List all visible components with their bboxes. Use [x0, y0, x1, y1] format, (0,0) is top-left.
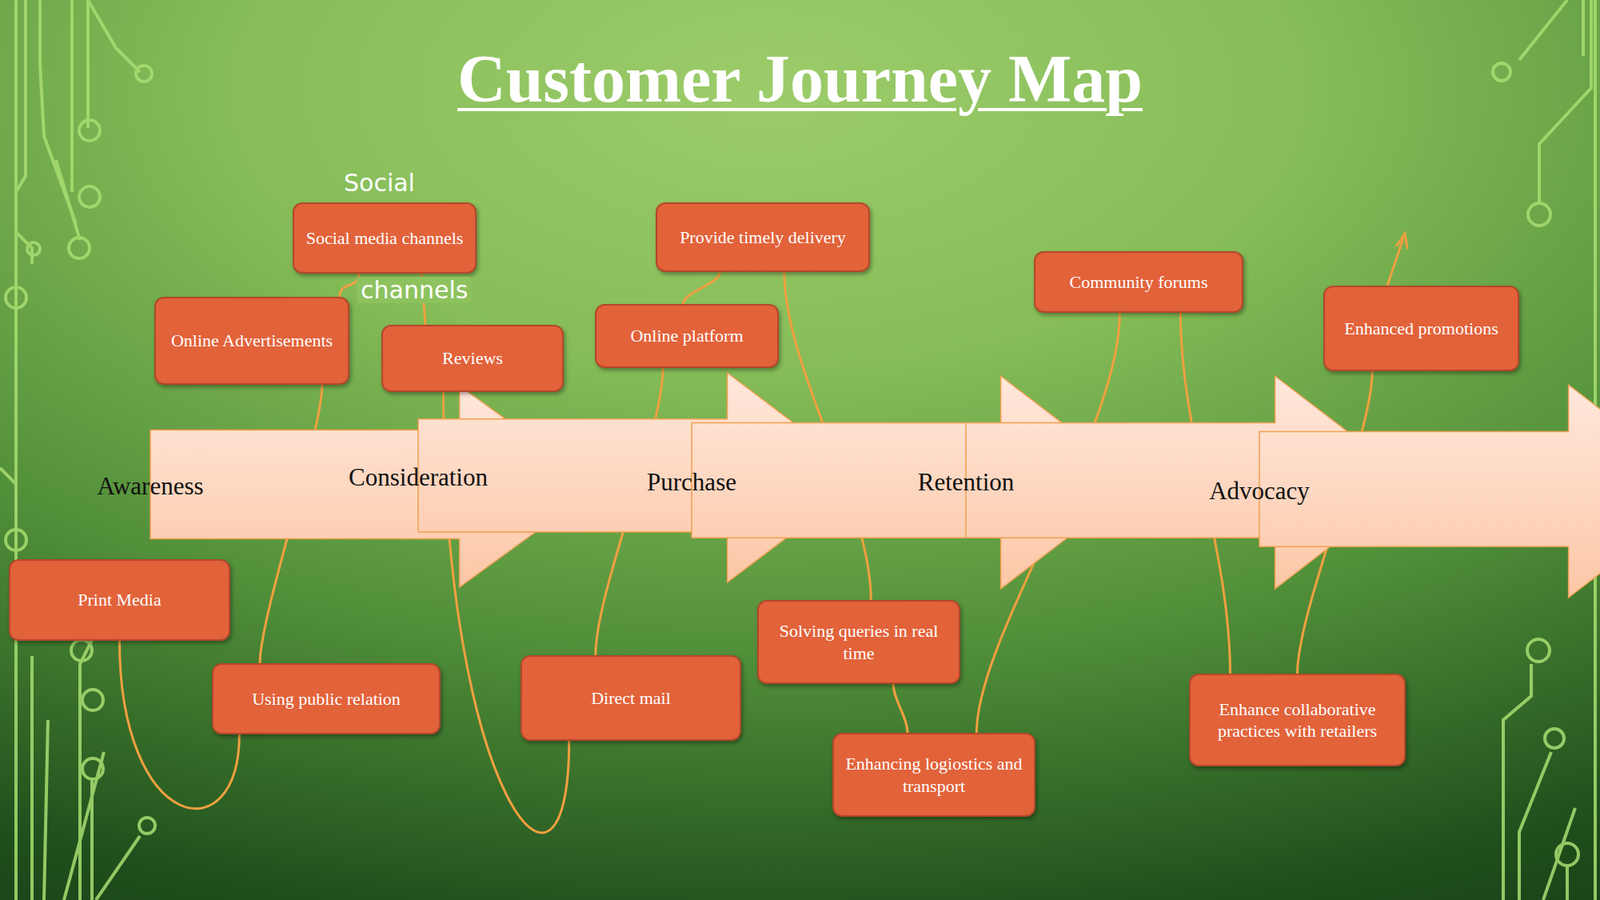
journey-curve — [893, 683, 908, 733]
touchpoint-box: Provide timely delivery — [655, 202, 870, 272]
touchpoint-label: Solving queries in real time — [768, 619, 950, 664]
touchpoint-label: Online Advertisements — [171, 329, 333, 352]
arrow-shape — [1259, 384, 1600, 598]
touchpoint-box: Direct mail — [520, 654, 742, 741]
touchpoint-label: Community forums — [1069, 271, 1209, 294]
touchpoint-label: Enhancing logiostics and transport — [843, 752, 1025, 797]
touchpoint-label: Enhance collaborative practices with ret… — [1200, 698, 1395, 743]
touchpoint-box: Online platform — [594, 303, 779, 368]
touchpoint-label: Enhanced promotions — [1344, 317, 1498, 340]
touchpoint-label: Social media channels — [306, 227, 464, 250]
touchpoint-box: Enhance collaborative practices with ret… — [1189, 673, 1406, 767]
stage-label: Purchase — [646, 466, 737, 497]
touchpoint-box: Enhancing logiostics and transport — [832, 732, 1036, 817]
touchpoint-box: Social media channels — [292, 202, 477, 274]
touchpoint-box: Online Advertisements — [154, 296, 350, 385]
touchpoint-label: Using public relation — [251, 687, 401, 711]
arrowhead — [1396, 233, 1408, 249]
touchpoint-label: Direct mail — [590, 686, 671, 710]
stage-arrow: Advocacy — [1259, 384, 1600, 598]
touchpoint-label: Reviews — [442, 347, 503, 370]
touchpoint-box: Solving queries in real time — [757, 599, 961, 684]
touchpoint-label: Print Media — [77, 588, 162, 611]
stage-label: Consideration — [348, 462, 488, 492]
touchpoint-box: Community forums — [1033, 251, 1244, 313]
touchpoint-box: Print Media — [8, 558, 231, 641]
journey-curve — [682, 271, 720, 304]
touchpoint-label: Online platform — [630, 324, 743, 348]
ghost-label: Social — [343, 169, 415, 196]
touchpoint-box: Reviews — [381, 324, 564, 392]
touchpoint-label: Provide timely delivery — [679, 226, 846, 249]
touchpoint-box: Enhanced promotions — [1323, 285, 1520, 372]
touchpoint-box: Using public relation — [211, 662, 441, 735]
stage-label: Retention — [917, 466, 1015, 497]
diagram-title: Customer Journey Map — [0, 39, 1600, 118]
stage-label: Awareness — [96, 470, 204, 501]
stage-label: Advocacy — [1208, 475, 1310, 506]
ghost-label: channels — [356, 276, 472, 304]
